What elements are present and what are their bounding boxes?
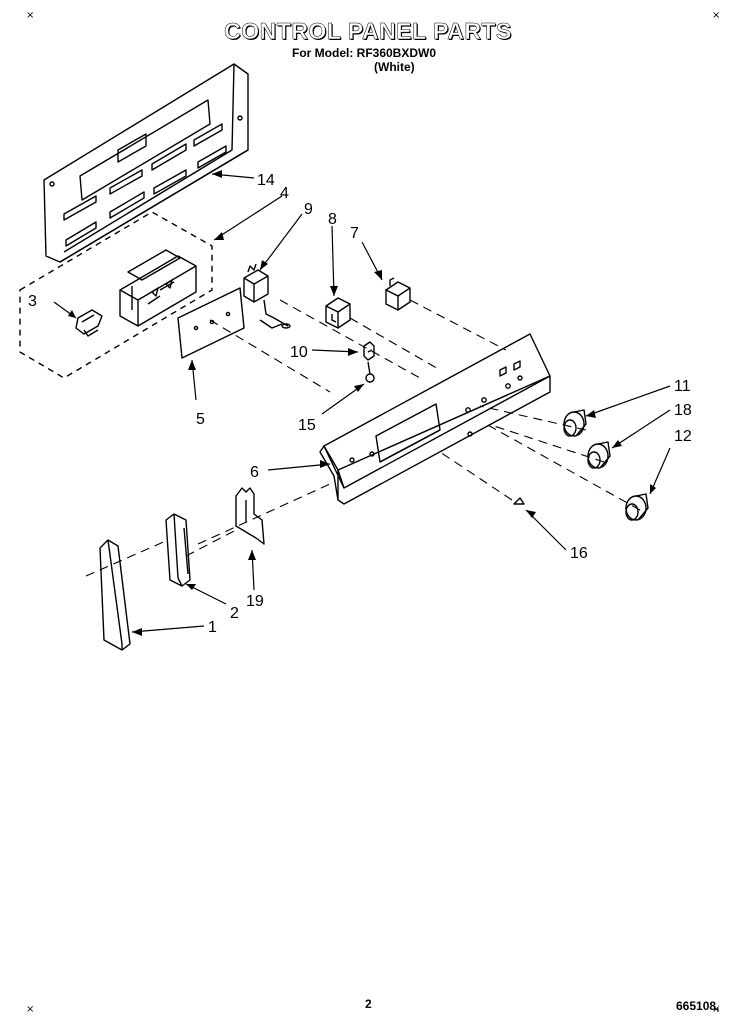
- callout-5: 5: [196, 411, 205, 428]
- assembly-lines: [85, 299, 641, 577]
- callout-numbers: 14 4 9 8 7 3 10 5 15 6 11 18 12 16 19 2 …: [28, 172, 692, 636]
- part-5-plate: [177, 287, 245, 359]
- callout-6: 6: [250, 464, 259, 481]
- callout-14: 14: [257, 172, 275, 189]
- part-14-back-panel: [43, 63, 249, 263]
- part-19-bracket: [235, 487, 265, 545]
- callout-3: 3: [28, 293, 37, 310]
- callout-19: 19: [246, 593, 264, 610]
- corner-mark-bottom-right: ×: [712, 1004, 721, 1015]
- part-18-knob: [587, 441, 611, 469]
- assembly-group-outline: [19, 211, 213, 379]
- part-4-switch-assembly: [119, 249, 197, 327]
- callout-18: 18: [674, 402, 692, 419]
- model-line: For Model: RF360BXDW0: [292, 46, 437, 60]
- callout-10: 10: [290, 344, 308, 361]
- callout-1: 1: [208, 619, 217, 636]
- callout-4: 4: [280, 185, 289, 202]
- part-11-knob: [563, 409, 587, 437]
- corner-mark-top-left: ×: [26, 10, 35, 21]
- callout-leaders: [53, 173, 671, 633]
- part-12-knob: [625, 493, 649, 521]
- corner-mark-top-right: ×: [712, 10, 721, 21]
- document-number: 665108,: [676, 999, 720, 1013]
- part-9-switch: [243, 263, 291, 329]
- callout-8: 8: [328, 211, 337, 228]
- page-title: CONTROL PANEL PARTS: [224, 18, 512, 45]
- callout-2: 2: [230, 605, 239, 622]
- part-3-clip: [75, 309, 103, 337]
- part-1-end-cap: [99, 539, 131, 651]
- part-16-foot: [513, 497, 525, 505]
- arrowheads: [68, 170, 656, 636]
- corner-mark-bottom-left: ×: [26, 1004, 35, 1015]
- color-line: (White): [374, 60, 415, 74]
- callout-12: 12: [674, 428, 692, 445]
- part-6-control-panel: [319, 333, 551, 505]
- callout-11: 11: [674, 378, 691, 395]
- part-2-end-cap: [165, 513, 191, 587]
- part-8-relay: [325, 297, 351, 329]
- part-15-indicator: [365, 361, 375, 383]
- part-7-switch: [385, 277, 411, 311]
- callout-15: 15: [298, 417, 316, 434]
- part-10-clip: [363, 341, 375, 361]
- callout-9: 9: [304, 201, 313, 218]
- callout-16: 16: [570, 545, 588, 562]
- page-number: 2: [365, 997, 372, 1011]
- callout-7: 7: [350, 225, 359, 242]
